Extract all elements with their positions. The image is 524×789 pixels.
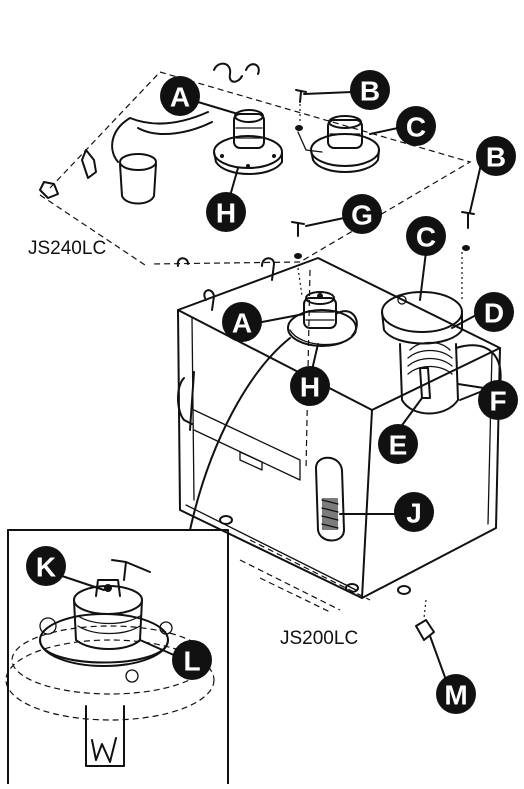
callout-a-upper-label: A xyxy=(170,82,190,113)
callout-a-lower: A xyxy=(222,302,262,342)
sight-gauge-window xyxy=(315,456,345,542)
callout-m: M xyxy=(436,674,476,714)
callout-k: K xyxy=(26,546,66,586)
upper-tank-top-panel xyxy=(39,62,472,267)
callout-h-lower-label: H xyxy=(300,372,320,403)
callout-a-upper: A xyxy=(160,76,200,116)
upper-filter-cylinder xyxy=(119,153,157,205)
callout-f: F xyxy=(478,380,518,420)
drain-plug xyxy=(415,599,435,641)
callout-c-upper: C xyxy=(396,106,436,146)
callout-e: E xyxy=(378,424,418,464)
upper-cover-assembly xyxy=(310,115,380,173)
lower-pump-assembly xyxy=(287,253,358,347)
callout-b-upper: B xyxy=(350,70,390,110)
callout-c-right: C xyxy=(406,216,446,256)
callout-b-right-label: B xyxy=(486,142,506,173)
callout-g: G xyxy=(342,194,382,234)
callout-l-label: L xyxy=(183,646,200,677)
callout-c-upper-label: C xyxy=(406,112,426,143)
upper-pump-assembly xyxy=(213,109,283,175)
callout-b-upper-label: B xyxy=(360,76,380,107)
callout-l: L xyxy=(172,640,212,680)
model-label-lower: JS200LC xyxy=(280,628,358,649)
callout-d: D xyxy=(474,292,514,332)
callout-k-label: K xyxy=(36,552,56,583)
model-label-upper: JS240LC xyxy=(28,238,106,259)
callout-h-upper: H xyxy=(206,192,246,232)
callout-b-right: B xyxy=(476,136,516,176)
callout-leaders xyxy=(61,91,485,681)
callout-m-label: M xyxy=(444,680,467,711)
callout-h-upper-label: H xyxy=(216,198,236,229)
callout-j: J xyxy=(394,492,434,532)
callout-j-label: J xyxy=(406,498,422,529)
lower-tank-body xyxy=(177,257,501,613)
callout-f-label: F xyxy=(489,386,506,417)
callout-c-right-label: C xyxy=(416,222,436,253)
callout-g-label: G xyxy=(351,200,373,231)
callout-e-label: E xyxy=(389,430,408,461)
callout-d-label: D xyxy=(484,298,504,329)
callout-a-lower-label: A xyxy=(232,308,252,339)
callout-h-lower: H xyxy=(290,366,330,406)
